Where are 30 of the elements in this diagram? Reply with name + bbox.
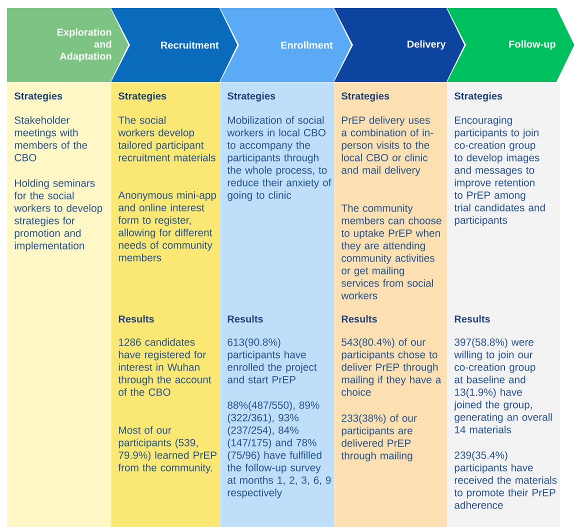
paragraph-text: Holding seminars for the social workers to develop strategies for promotion and implementation bbox=[14, 179, 102, 252]
stage-header-band: Recruitment bbox=[111, 8, 239, 82]
paragraph-text: 239(35.4%) participants have received the materials to promote their PrEP adherence bbox=[454, 451, 557, 509]
stage-header-band: Follow-up bbox=[447, 8, 575, 82]
stage-header-band: Delivery bbox=[334, 8, 466, 82]
paragraph-text: Anonymous mini-app and online interest form to register, allowing for different needs of community members bbox=[118, 191, 216, 262]
paragraph-text: Stakeholder meetings with members of the CBO bbox=[14, 116, 88, 162]
heading-text: Results bbox=[118, 315, 154, 323]
heading-text: Strategies bbox=[14, 92, 62, 102]
paragraph-text: Mobilization of social workers in local CBO to accompany the participants through the whole process, to reduce their anxiety of going to clinic bbox=[227, 116, 332, 201]
heading-text: Strategies bbox=[118, 92, 166, 102]
heading-text: Results bbox=[228, 315, 263, 323]
paragraph-text: 88%(487/550), 89% (322/361), 93% (237/254), 84% (147/175) and 78% (75/96) have fulfilled the follow-up survey at months 1, 2, 3, 6, 9 respectively bbox=[227, 401, 331, 498]
paragraph-text: PrEP delivery uses a combination of in-person visits to the local CBO or clinic and mail delivery bbox=[342, 116, 434, 176]
paragraph-text: 1286 candidates have registered for interest in Wuhan through the account of the CBO bbox=[118, 338, 212, 396]
paragraph-text: 233(38%) of our participants are delivered PrEP through mailing bbox=[341, 414, 417, 462]
paragraph-text: 543(80.4%) of our participants chose to deliver PrEP through mailing if they have a choice bbox=[342, 338, 442, 396]
heading-text: Strategies bbox=[342, 92, 390, 102]
paragraph-text: Encouraging participants to join co-creation group to develop images and messages to improve retention to PrEP among trial candidates and participants bbox=[454, 116, 545, 226]
heading-text: Strategies bbox=[454, 92, 502, 102]
stage-header-band: Exploration and Adaptation bbox=[7, 8, 130, 82]
heading-text: Results bbox=[342, 315, 377, 323]
paragraph-text: 613(90.8%) participants have enrolled the project and start PrEP bbox=[228, 338, 317, 384]
paragraph-text: 397(58.8%) were willing to join our co-creation group at baseline and 13(1.9%) have joined the group, generating an overall 14 materials bbox=[454, 338, 552, 434]
stage-header-band: Enrollment bbox=[220, 8, 353, 82]
heading-text: Results bbox=[454, 315, 490, 323]
paragraph-text: The community members can choose to uptake PrEP when they are attending community activities or get mailing services from social workers bbox=[341, 204, 442, 300]
paragraph-text: Most of our participants (539, 79.9%) learned PrEP from the community. bbox=[118, 426, 216, 474]
heading-text: Strategies bbox=[227, 92, 276, 102]
paragraph-text: The social workers develop tailored participant recruitment materials bbox=[118, 116, 216, 162]
